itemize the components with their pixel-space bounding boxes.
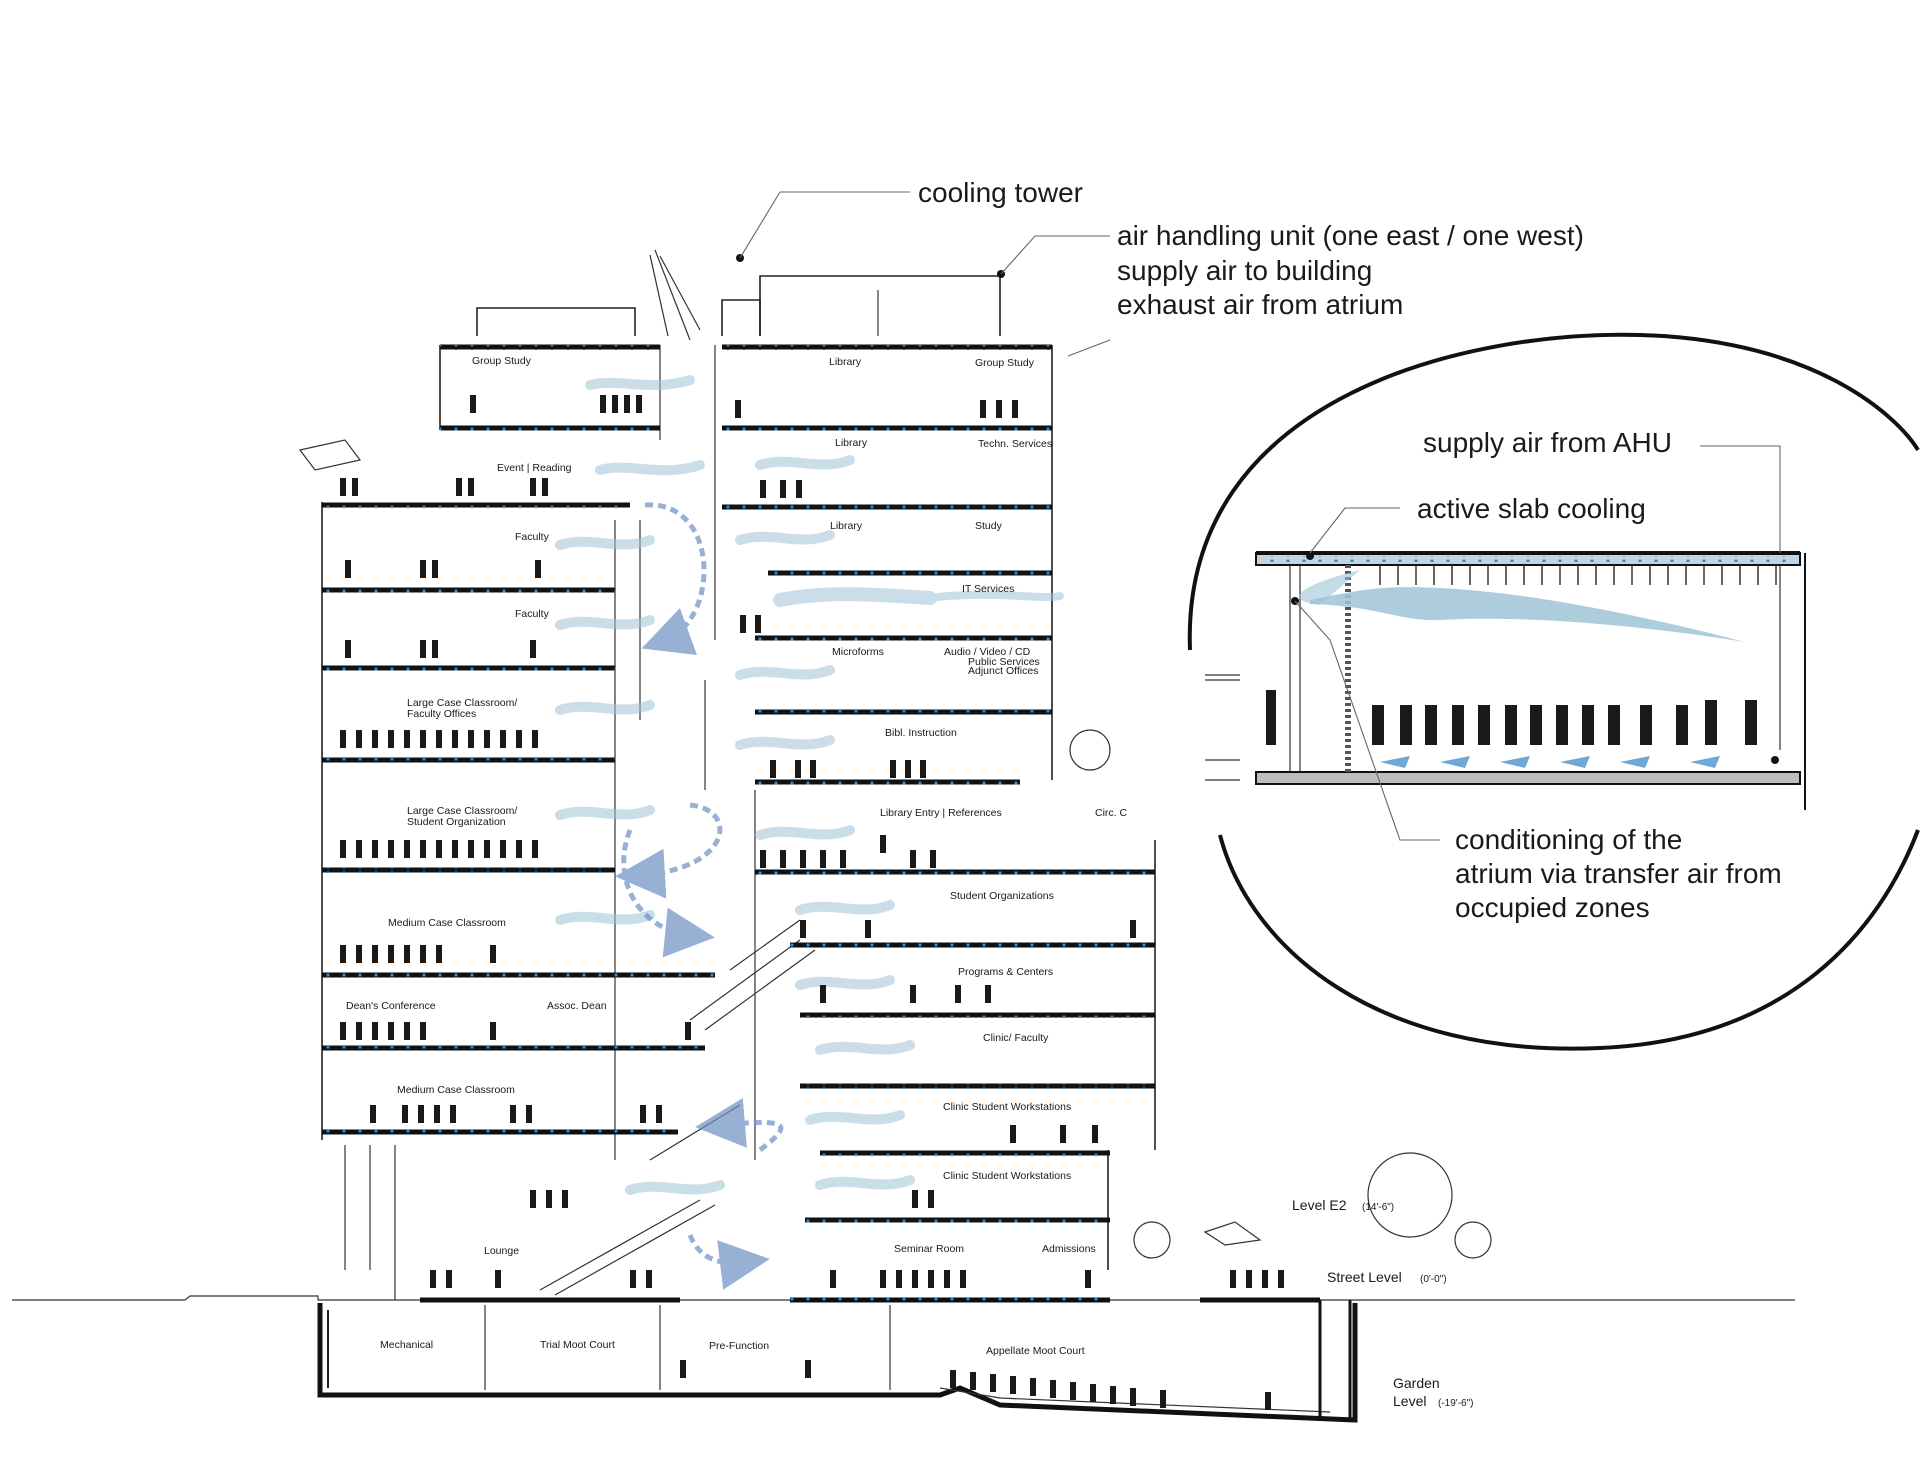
room-admissions: Admissions xyxy=(1042,1243,1096,1255)
air-flow-streams xyxy=(555,375,1064,1195)
room-bibl-instruction: Bibl. Instruction xyxy=(885,727,957,739)
room-study: Study xyxy=(975,520,1003,532)
garden-level-elevation: (-19'-6") xyxy=(1438,1398,1473,1409)
level-labels: Level E2 (14'-6") Street Level (0'-0") G… xyxy=(1292,1197,1473,1409)
inset-floor-air xyxy=(1380,756,1720,768)
room-av-cd: Audio / Video / CD xyxy=(944,646,1031,658)
room-seminar: Seminar Room xyxy=(894,1243,964,1255)
room-clinic-student-1: Clinic Student Workstations xyxy=(943,1101,1071,1113)
street-level-elevation: (0'-0") xyxy=(1420,1274,1447,1285)
ahu-leader xyxy=(1000,235,1110,275)
room-medium-case-1: Medium Case Classroom xyxy=(388,917,506,929)
room-library-entry: Library Entry | References xyxy=(880,807,1002,819)
room-programs-centers: Programs & Centers xyxy=(958,966,1053,978)
room-group-study-west: Group Study xyxy=(472,355,532,367)
room-techn-services: Techn. Services xyxy=(978,438,1052,450)
room-trial-moot: Trial Moot Court xyxy=(540,1339,615,1351)
room-faculty-2: Faculty xyxy=(515,608,550,620)
west-slabs xyxy=(322,344,715,1135)
occupant-figures xyxy=(340,395,1284,1410)
site-elements xyxy=(298,439,1492,1259)
inset-active-slab-label: active slab cooling xyxy=(1417,493,1646,524)
inset-occupants xyxy=(1266,690,1757,745)
room-student-organizations: Student Organizations xyxy=(950,890,1054,902)
room-assoc-dean: Assoc. Dean xyxy=(547,1000,607,1012)
inset-circle-bottom xyxy=(1218,829,1920,1051)
ahu-label-line2: supply air to building xyxy=(1117,255,1372,286)
inset-conditioning-line1: conditioning of the xyxy=(1455,824,1682,855)
inset-slab-leader xyxy=(1309,507,1400,554)
basement-structure xyxy=(317,1297,1358,1423)
level-e2-elevation: (14'-6") xyxy=(1362,1202,1394,1213)
room-labels: Group Study Library Group Study Event | … xyxy=(346,355,1127,1357)
garden-level-label-2: Level xyxy=(1393,1393,1426,1409)
room-deans-conference: Dean's Conference xyxy=(346,1000,436,1012)
inset-ceiling-fins xyxy=(1379,565,1777,585)
detail-inset: supply air from AHU active slab cooling … xyxy=(1187,332,1920,1051)
inset-supply-air-jet xyxy=(1310,587,1745,642)
room-group-study-east: Group Study xyxy=(975,357,1035,369)
inset-conditioning-leader xyxy=(1294,600,1440,841)
ahu-label-line1: air handling unit (one east / one west) xyxy=(1117,220,1584,251)
inset-supply-leader xyxy=(1700,445,1781,553)
room-library-2: Library xyxy=(835,437,868,449)
ahu-label-line3: exhaust air from atrium xyxy=(1117,289,1403,320)
room-adjunct-offices: Adjunct Offices xyxy=(968,665,1038,677)
room-public-services: Public Services xyxy=(968,656,1040,668)
room-it-services: IT Services xyxy=(962,583,1014,595)
room-appellate-moot: Appellate Moot Court xyxy=(986,1345,1085,1357)
inset-slab-dot xyxy=(1306,552,1314,560)
room-large-case-faculty-2: Faculty Offices xyxy=(407,708,476,720)
room-clinic-faculty: Clinic/ Faculty xyxy=(983,1032,1049,1044)
room-event-reading: Event | Reading xyxy=(497,462,572,474)
room-mechanical: Mechanical xyxy=(380,1339,433,1351)
room-library-top: Library xyxy=(829,356,862,368)
room-pre-function: Pre-Function xyxy=(709,1340,769,1352)
inset-circle-top xyxy=(1187,332,1920,651)
roof-equipment xyxy=(476,249,1005,341)
level-e2-label: Level E2 xyxy=(1292,1197,1347,1213)
room-large-case-student-1: Large Case Classroom/ xyxy=(407,805,517,817)
inset-conditioning-line2: atrium via transfer air from xyxy=(1455,858,1782,889)
street-level-label: Street Level xyxy=(1327,1269,1402,1285)
cooling-tower-leader xyxy=(739,191,910,259)
room-circ: Circ. C xyxy=(1095,807,1127,819)
callouts-top: cooling tower air handling unit (one eas… xyxy=(739,177,1584,357)
garden-level-label-1: Garden xyxy=(1393,1375,1440,1391)
inset-floor-slab xyxy=(1255,771,1801,785)
room-medium-case-2: Medium Case Classroom xyxy=(397,1084,515,1096)
room-clinic-student-2: Clinic Student Workstations xyxy=(943,1170,1071,1182)
room-faculty-1: Faculty xyxy=(515,531,550,543)
room-microforms: Microforms xyxy=(832,646,884,658)
east-slabs xyxy=(722,344,1155,1223)
inset-supply-air-label: supply air from AHU xyxy=(1423,427,1672,458)
room-library-3: Library xyxy=(830,520,863,532)
building-frame xyxy=(321,345,1156,1300)
room-large-case-faculty-1: Large Case Classroom/ xyxy=(407,697,517,709)
transfer-air-arrows xyxy=(615,502,784,1290)
inset-conditioning-line3: occupied zones xyxy=(1455,892,1650,923)
floor-slabs xyxy=(317,344,1358,1423)
cooling-tower-label: cooling tower xyxy=(918,177,1083,208)
room-lounge: Lounge xyxy=(484,1245,519,1257)
room-large-case-student-2: Student Organization xyxy=(407,816,506,828)
